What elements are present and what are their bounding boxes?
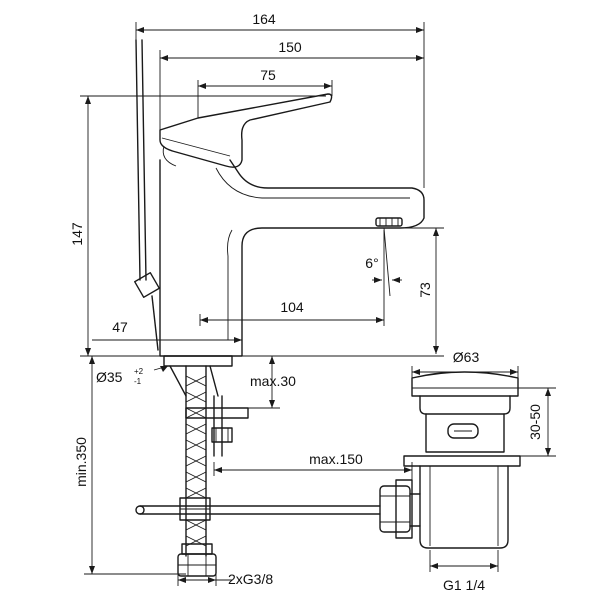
dim-supply-threads: 2xG3/8 — [228, 571, 273, 587]
dim-hole-diameter: Ø35 — [96, 369, 123, 385]
dimension-arrows — [85, 27, 551, 583]
mounting-hardware — [163, 355, 249, 457]
dim-spout-reach: 104 — [280, 299, 304, 315]
dim-outlet-height: 73 — [417, 282, 433, 298]
lift-rod — [135, 497, 381, 521]
popup-rod — [134, 39, 160, 351]
dim-waste-diameter: Ø63 — [453, 349, 480, 365]
dim-total-height: 147 — [69, 222, 85, 246]
dim-overall-width: 164 — [252, 11, 276, 27]
dimension-lines — [80, 22, 556, 586]
pop-up-waste — [379, 371, 521, 549]
dim-hole-tol-minus: -1 — [134, 377, 142, 386]
dim-lever-width: 75 — [260, 67, 276, 83]
faucet-body — [159, 159, 425, 357]
dim-waste-thread: G1 1/4 — [443, 577, 485, 593]
dim-deck-thickness: max.30 — [250, 373, 296, 389]
dim-supply-length: min.350 — [73, 437, 89, 487]
dimension-labels: 164 150 75 147 73 104 6° 47 Ø35 +2 -1 ma… — [69, 11, 543, 593]
dim-spout-width: 150 — [278, 39, 302, 55]
dim-body-offset: 47 — [112, 319, 128, 335]
lever-handle — [159, 93, 333, 168]
dim-spray-angle: 6° — [365, 255, 378, 271]
dim-waste-height: 30-50 — [527, 404, 543, 440]
supply-hose — [177, 365, 217, 577]
dim-hole-tol-plus: +2 — [134, 367, 144, 376]
dim-rod-length: max.150 — [309, 451, 363, 467]
